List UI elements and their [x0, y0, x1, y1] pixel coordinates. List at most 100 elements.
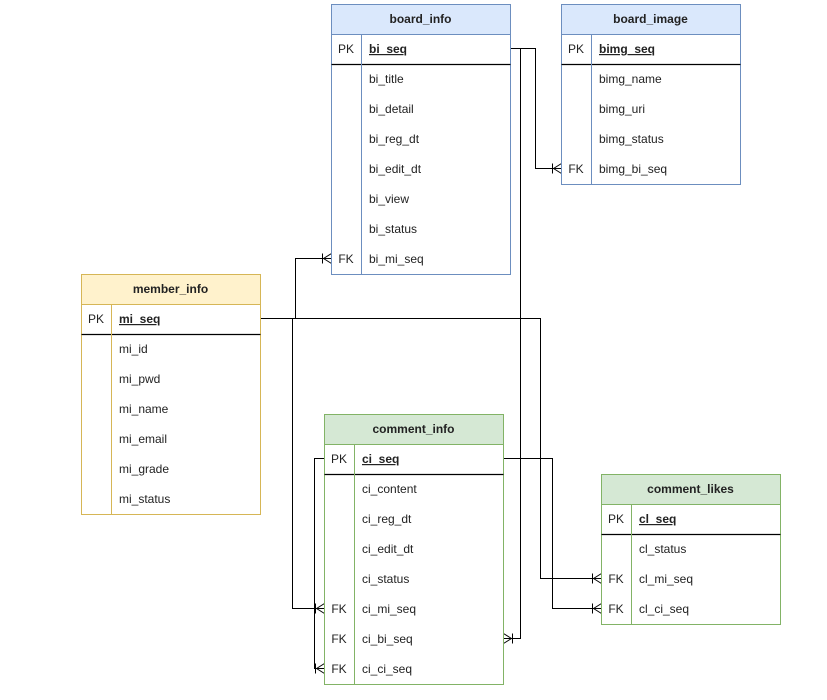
crows-foot-icon	[593, 603, 602, 614]
field-key: PK	[608, 512, 624, 526]
connector-line	[314, 458, 325, 669]
field-name: ci_reg_dt	[362, 512, 412, 526]
rel-comment-info-self	[314, 458, 325, 674]
field-key: PK	[331, 452, 347, 466]
entity-body	[324, 414, 504, 685]
field-row[interactable]: ci_status	[362, 572, 409, 586]
field-key: PK	[338, 42, 354, 56]
crows-foot-icon	[323, 253, 332, 264]
rel-member-info-board-info	[260, 253, 332, 319]
field-name: mi_pwd	[119, 372, 160, 386]
field-row[interactable]: bi_edit_dt	[369, 162, 422, 176]
field-name: cl_ci_seq	[639, 602, 689, 616]
field-row[interactable]: mi_grade	[119, 462, 169, 476]
crows-foot-icon	[553, 163, 562, 174]
field-name: ci_ci_seq	[362, 662, 412, 676]
field-row[interactable]: FK cl_ci_seq	[608, 602, 689, 616]
field-name: bimg_uri	[599, 102, 645, 116]
crows-foot-icon	[316, 603, 325, 614]
field-row[interactable]: mi_id	[119, 342, 148, 356]
field-name: cl_status	[639, 542, 686, 556]
field-row[interactable]: bimg_name	[599, 72, 662, 86]
entity-title: board_image	[613, 12, 688, 26]
field-name: ci_bi_seq	[362, 632, 413, 646]
entity-header	[601, 474, 781, 505]
entity-title: comment_likes	[647, 482, 734, 496]
pk-row[interactable]: PK bimg_seq	[568, 42, 655, 56]
entity-header	[324, 414, 504, 445]
pk-row[interactable]: PK mi_seq	[88, 312, 160, 326]
field-key: PK	[568, 42, 584, 56]
field-name: ci_status	[362, 572, 409, 586]
field-name: ci_mi_seq	[362, 602, 416, 616]
field-name: bi_edit_dt	[369, 162, 422, 176]
field-name: bi_title	[369, 72, 404, 86]
pk-row[interactable]: PK ci_seq	[331, 452, 399, 466]
field-key: FK	[331, 602, 346, 616]
field-row[interactable]: bi_title	[369, 72, 404, 86]
primary-key-name: bi_seq	[369, 42, 407, 56]
field-row[interactable]: mi_email	[119, 432, 167, 446]
field-row[interactable]: bi_detail	[369, 102, 414, 116]
field-name: bimg_status	[599, 132, 664, 146]
entity-title: comment_info	[372, 422, 454, 436]
field-key: PK	[88, 312, 104, 326]
field-row[interactable]: FK ci_mi_seq	[331, 602, 416, 616]
entity-body	[81, 274, 261, 515]
field-row[interactable]: bi_reg_dt	[369, 132, 420, 146]
field-key: FK	[608, 602, 623, 616]
field-row[interactable]: cl_status	[639, 542, 686, 556]
field-row[interactable]: bi_status	[369, 222, 417, 236]
field-row[interactable]: mi_pwd	[119, 372, 160, 386]
entity-body	[331, 4, 511, 275]
field-row[interactable]: ci_content	[362, 482, 417, 496]
field-row[interactable]: bi_view	[369, 192, 409, 206]
primary-key-name: ci_seq	[362, 452, 399, 466]
rel-board-info-board-image	[510, 48, 562, 174]
field-name: bimg_bi_seq	[599, 162, 667, 176]
pk-row[interactable]: PK bi_seq	[338, 42, 407, 56]
entity-title: member_info	[133, 282, 208, 296]
connector-line	[510, 48, 562, 169]
primary-key-name: mi_seq	[119, 312, 160, 326]
field-row[interactable]: ci_edit_dt	[362, 542, 414, 556]
field-name: mi_name	[119, 402, 169, 416]
entity-header	[561, 4, 741, 35]
field-row[interactable]: FK ci_bi_seq	[331, 632, 412, 646]
field-name: ci_content	[362, 482, 417, 496]
field-key: FK	[331, 632, 346, 646]
primary-key-name: bimg_seq	[599, 42, 655, 56]
crows-foot-icon	[503, 633, 512, 644]
field-name: bi_mi_seq	[369, 252, 424, 266]
field-name: bi_detail	[369, 102, 414, 116]
crows-foot-icon	[316, 663, 325, 674]
field-row[interactable]: mi_name	[119, 402, 169, 416]
field-row[interactable]: ci_reg_dt	[362, 512, 412, 526]
connector-line	[503, 458, 602, 609]
rel-member-info-comment-likes	[260, 318, 602, 584]
field-name: bi_view	[369, 192, 409, 206]
field-row[interactable]: bimg_uri	[599, 102, 645, 116]
field-name: bimg_name	[599, 72, 662, 86]
rel-board-info-comment-info	[503, 48, 521, 644]
connector-line	[260, 318, 602, 579]
crows-foot-icon	[593, 573, 602, 584]
field-row[interactable]: bimg_status	[599, 132, 664, 146]
connector-line	[260, 258, 332, 319]
entity-header	[331, 4, 511, 35]
field-row[interactable]: mi_status	[119, 492, 170, 506]
field-name: mi_email	[119, 432, 167, 446]
field-name: mi_grade	[119, 462, 169, 476]
